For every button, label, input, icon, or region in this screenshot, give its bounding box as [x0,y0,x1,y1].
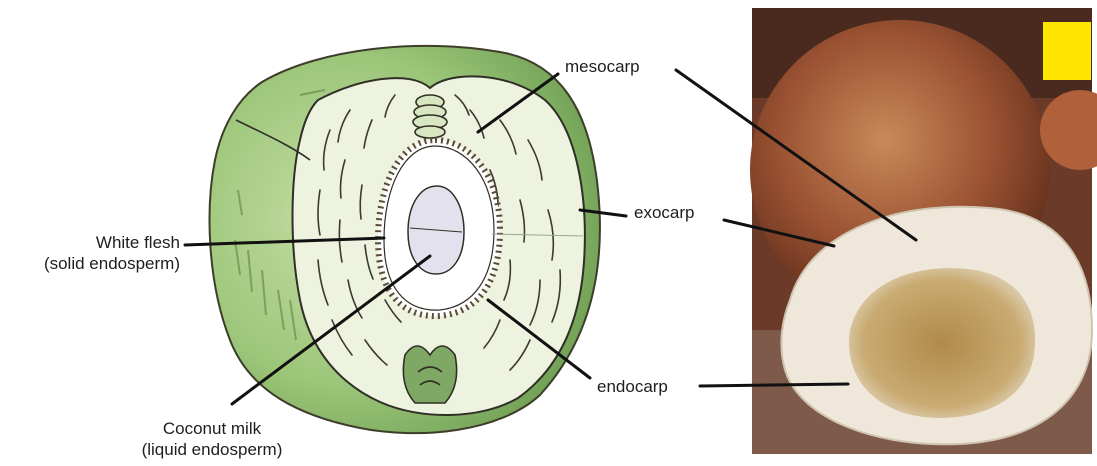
label-white-flesh-line2: (solid endosperm) [30,253,180,274]
coconut-photo [750,8,1097,454]
coconut-drawing [210,46,600,433]
label-white-flesh: White flesh (solid endosperm) [30,232,180,274]
label-coconut-milk-line2: (liquid endosperm) [122,439,302,460]
label-endocarp: endocarp [597,376,668,397]
label-white-flesh-line1: White flesh [30,232,180,253]
label-mesocarp: mesocarp [565,56,640,77]
label-coconut-milk-line1: Coconut milk [122,418,302,439]
cut-half-flesh [849,268,1035,418]
germ-pore-top [413,95,447,138]
yellow-marker [1043,22,1091,80]
label-coconut-milk: Coconut milk (liquid endosperm) [122,418,302,460]
endocarp-leader-right [700,384,848,386]
label-exocarp: exocarp [634,202,694,223]
germ-pore-bottom [403,346,456,403]
